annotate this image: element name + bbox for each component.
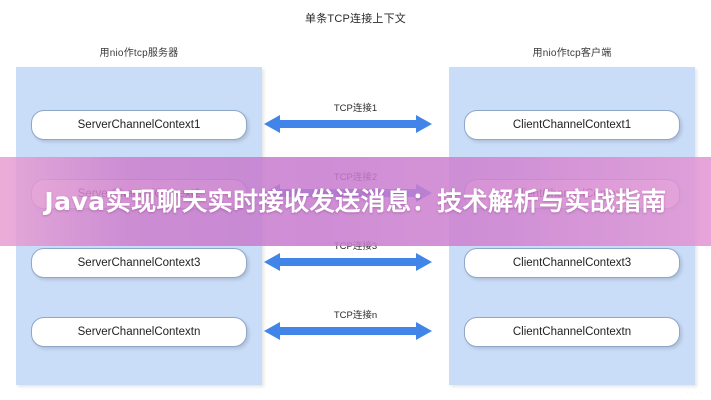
overlay-banner: Java实现聊天实时接收发送消息：技术解析与实战指南 — [0, 157, 711, 246]
client-context-box[interactable]: ClientChannelContext1 — [464, 110, 680, 140]
connection-arrow-label: TCP连接n — [333, 310, 378, 321]
left-side-caption: 用nio作tcp服务器 — [99, 48, 179, 59]
server-context-box[interactable]: ServerChannelContextn — [31, 317, 247, 347]
overlay-title: Java实现聊天实时接收发送消息：技术解析与实战指南 — [44, 186, 667, 216]
connection-arrow-label: TCP连接1 — [333, 103, 378, 114]
connection-arrow-group: TCP连接1 — [262, 100, 449, 140]
connection-arrow-group: TCP连接3 — [262, 238, 449, 278]
server-context-box[interactable]: ServerChannelContext3 — [31, 248, 247, 278]
client-context-label: ClientChannelContext3 — [512, 257, 632, 269]
client-context-box[interactable]: ClientChannelContextn — [464, 317, 680, 347]
server-context-label: ServerChannelContextn — [77, 326, 201, 338]
double-arrow-icon — [264, 322, 432, 340]
double-arrow-icon — [264, 253, 432, 271]
client-context-label: ClientChannelContext1 — [512, 119, 632, 131]
connection-arrow-group: TCP连接n — [262, 307, 449, 347]
watermark: · · · · — [686, 390, 703, 396]
client-context-box[interactable]: ClientChannelContext3 — [464, 248, 680, 278]
client-context-label: ClientChannelContextn — [512, 326, 632, 338]
right-side-caption: 用nio作tcp客户端 — [532, 48, 612, 59]
server-context-label: ServerChannelContext3 — [77, 257, 201, 269]
server-context-label: ServerChannelContext1 — [77, 119, 201, 131]
double-arrow-icon — [264, 115, 432, 133]
connection-arrow-label: TCP连接3 — [333, 241, 378, 252]
diagram-title: 单条TCP连接上下文 — [305, 13, 406, 25]
server-context-box[interactable]: ServerChannelContext1 — [31, 110, 247, 140]
